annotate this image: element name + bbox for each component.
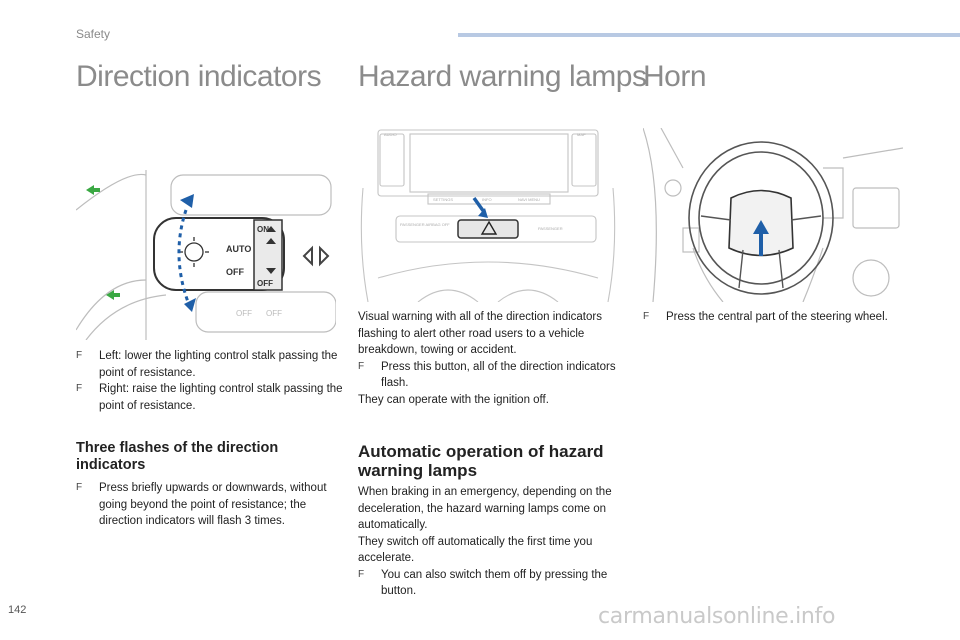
- bullet-mark: F: [358, 360, 365, 372]
- three-flashes-instructions: F Press briefly upwards or downwards, wi…: [76, 480, 336, 530]
- bullet-text: Press briefly upwards or downwards, with…: [99, 482, 327, 527]
- stalk-label-off-lower: OFF: [236, 309, 252, 318]
- section-label: Safety: [76, 27, 111, 41]
- hazard-button: [457, 219, 519, 239]
- bullet-text: You can also switch them off by pressing…: [381, 568, 608, 598]
- subheading-three-flashes: Three flashes of the direction indicator…: [76, 440, 279, 473]
- bullet-text: Right: raise the lighting control stalk …: [99, 383, 343, 412]
- hazard-note: They can operate with the ignition off.: [358, 393, 549, 406]
- stalk-label-off: OFF: [226, 267, 244, 277]
- console-label-navi-menu: NAVI MENU: [518, 197, 540, 202]
- bullet-mark: F: [76, 383, 83, 394]
- list-item: F Press the central part of the steering…: [643, 309, 893, 326]
- console-label-passenger: PASSENGER: [538, 226, 563, 231]
- console-label-settings: SETTINGS: [433, 197, 453, 202]
- list-item: F Press briefly upwards or downwards, wi…: [76, 480, 336, 530]
- bullet-mark: F: [643, 311, 650, 322]
- horn-instructions: F Press the central part of the steering…: [643, 309, 893, 326]
- automatic-operation-instructions: When braking in an emergency, depending …: [358, 484, 620, 600]
- title-horn: Horn: [643, 60, 707, 93]
- title-direction-indicators: Direction indicators: [76, 60, 322, 93]
- stalk-label-on: ON: [257, 225, 269, 234]
- stalk-label-off-tip: OFF: [257, 279, 273, 288]
- bullet-text: Press this button, all of the direction …: [381, 360, 616, 390]
- hazard-triangle-icon: [480, 220, 498, 235]
- stalk-label-off-lower-2: OFF: [266, 309, 282, 318]
- title-hazard-warning-lamps: Hazard warning lamps: [358, 60, 647, 93]
- console-label-info: INFO: [482, 197, 492, 202]
- subheading-automatic-operation: Automatic operation of hazard warning la…: [358, 442, 604, 480]
- automatic-para-2: They switch off automatically the first …: [358, 535, 593, 565]
- hazard-instructions: Visual warning with all of the direction…: [358, 309, 620, 408]
- bullet-mark: F: [76, 350, 83, 361]
- direction-indicators-instructions: F Left: lower the lighting control stalk…: [76, 348, 346, 414]
- console-label-audio: AUDIO: [384, 132, 397, 137]
- bullet-mark: F: [358, 568, 365, 580]
- lighting-stalk-illustration: AUTO OFF ON OFF OFF OFF: [76, 170, 336, 340]
- list-item: F You can also switch them off by pressi…: [358, 567, 620, 600]
- list-item: F Left: lower the lighting control stalk…: [76, 348, 346, 381]
- list-item: F Press this button, all of the directio…: [358, 359, 620, 392]
- steering-wheel-illustration: [643, 128, 903, 302]
- list-item: F Right: raise the lighting control stal…: [76, 381, 346, 414]
- stalk-label-auto: AUTO: [226, 244, 251, 254]
- automatic-para-1: When braking in an emergency, depending …: [358, 486, 612, 531]
- console-label-map: MAP: [577, 132, 586, 137]
- bullet-text: Press the central part of the steering w…: [666, 311, 888, 323]
- bullet-mark: F: [76, 482, 83, 493]
- page-number: 142: [8, 604, 27, 616]
- hazard-intro: Visual warning with all of the direction…: [358, 311, 602, 356]
- console-label-passenger-airbag-off: PASSENGER AIRBAG OFF: [400, 222, 450, 227]
- hazard-console-illustration: AUDIO MAP SETTINGS INFO NAVI MENU PASSEN…: [358, 128, 618, 302]
- section-bar: [458, 33, 960, 37]
- bullet-text: Left: lower the lighting control stalk p…: [99, 350, 338, 379]
- watermark: carmanualsonline.info: [598, 604, 836, 629]
